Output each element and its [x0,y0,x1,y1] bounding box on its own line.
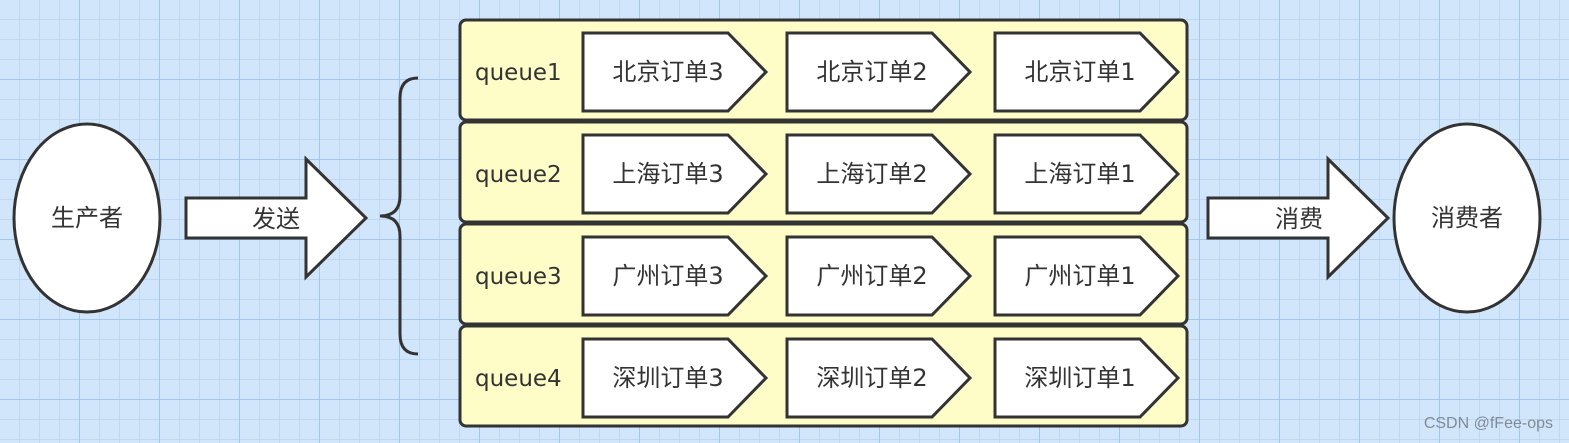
queue-name-3: queue3 [475,264,562,290]
queue-group-brace [379,76,419,356]
order-shape [993,235,1181,317]
order-shape [581,235,769,317]
order-label: 北京订单3 [612,58,724,86]
queue-name-4: queue4 [475,366,562,392]
order-shape [785,31,973,113]
send-arrow-label: 发送 [252,205,300,233]
send-arrow [184,155,369,281]
queue-rows [458,18,1189,428]
order-shape [581,133,769,215]
order-label: 深圳订单2 [816,364,928,392]
producer-node [12,122,162,314]
order-shape [785,337,973,419]
queue-name-1: queue1 [475,60,562,86]
consumer-label: 消费者 [1431,204,1503,232]
order-label: 上海订单3 [612,160,724,188]
order-shape [993,31,1181,113]
order-shape [785,235,973,317]
watermark: CSDN @fFee-ops [1423,415,1553,432]
queue-name-2: queue2 [475,162,562,188]
order-label: 上海订单1 [1024,160,1136,188]
order-label: 广州订单2 [816,262,928,290]
consume-arrow [1206,155,1391,281]
order-label: 北京订单2 [816,58,928,86]
order-label: 上海订单2 [816,160,928,188]
order-shape [581,337,769,419]
order-label: 广州订单1 [1024,262,1136,290]
order-shape [993,337,1181,419]
consume-arrow-label: 消费 [1275,205,1323,233]
order-shape [993,133,1181,215]
order-shape [785,133,973,215]
producer-label: 生产者 [51,204,123,232]
order-label: 深圳订单1 [1024,364,1136,392]
consumer-node [1392,122,1542,314]
order-label: 深圳订单3 [612,364,724,392]
order-label: 北京订单1 [1024,58,1136,86]
order-shape [581,31,769,113]
order-label: 广州订单3 [612,262,724,290]
